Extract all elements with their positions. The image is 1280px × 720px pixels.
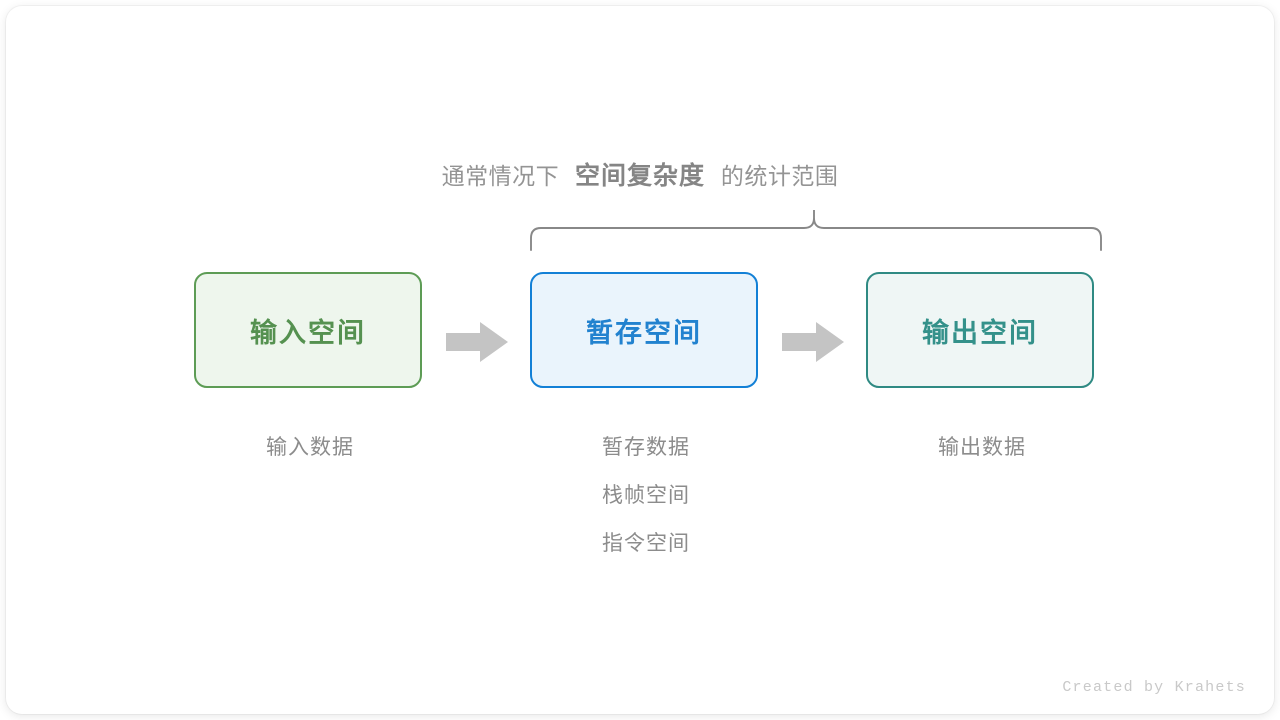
box-buffer-space-label: 暂存空间	[586, 317, 702, 348]
right-arrow-icon	[782, 322, 844, 362]
scope-brace	[521, 202, 1111, 258]
caption-text: 暂存数据	[602, 436, 690, 459]
diagram-canvas: 通常情况下 空间复杂度 的统计范围 输入空间 暂存空间 输出空间	[6, 6, 1274, 714]
curly-brace-icon	[530, 210, 1102, 251]
scope-title: 通常情况下 空间复杂度 的统计范围	[6, 156, 1274, 192]
caption-column-output: 输出数据	[832, 424, 1132, 472]
box-buffer-space[interactable]: 暂存空间	[530, 272, 758, 388]
box-input-space-label: 输入空间	[250, 317, 366, 348]
scope-title-lead: 通常情况下	[441, 163, 560, 189]
box-output-space[interactable]: 输出空间	[866, 272, 1094, 388]
scope-title-strong: 空间复杂度	[574, 162, 705, 190]
footer-credit: Created by Krahets	[1062, 679, 1246, 696]
box-output-space-label: 输出空间	[922, 317, 1038, 348]
right-arrow-icon	[446, 322, 508, 362]
caption-column-buffer: 暂存数据 栈帧空间 指令空间	[496, 424, 796, 568]
caption-text: 输出数据	[938, 436, 1026, 459]
flow-row: 输入空间 暂存空间 输出空间	[6, 272, 1274, 388]
scope-title-tail: 的统计范围	[720, 163, 839, 189]
box-input-space[interactable]: 输入空间	[194, 272, 422, 388]
caption-text: 指令空间	[602, 532, 690, 555]
caption-text: 栈帧空间	[602, 484, 690, 507]
arrow-buffer-to-output	[782, 322, 844, 362]
caption-column-input: 输入数据	[160, 424, 460, 472]
arrow-input-to-buffer	[446, 322, 508, 362]
caption-text: 输入数据	[266, 436, 354, 459]
